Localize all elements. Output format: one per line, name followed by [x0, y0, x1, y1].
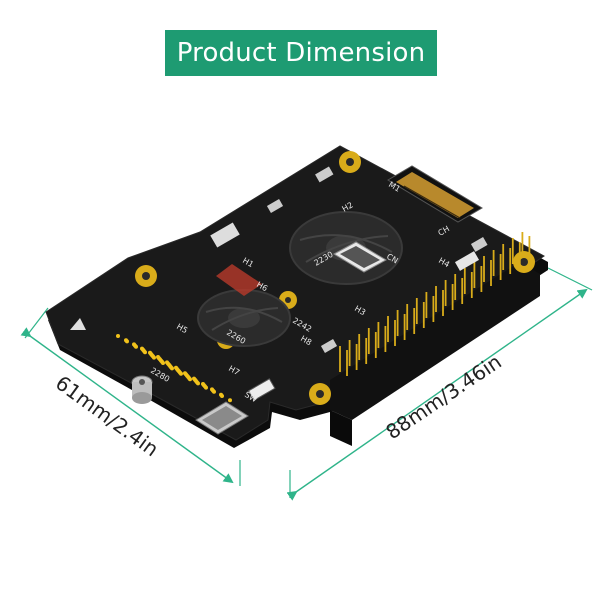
smd-component	[470, 237, 488, 252]
smd-component	[320, 339, 338, 353]
smd-component	[210, 222, 240, 248]
pad	[219, 392, 223, 397]
pad-grid	[116, 334, 232, 403]
power-switch	[247, 378, 276, 402]
gpio-header	[339, 232, 531, 376]
smd-component	[454, 251, 480, 271]
width-extension-top	[24, 307, 49, 339]
cooling-fan-small	[197, 289, 291, 347]
smd-component	[266, 199, 284, 213]
length-extension-top	[547, 267, 593, 291]
pad	[165, 360, 169, 365]
pad	[210, 387, 214, 392]
pcb-surface	[45, 145, 545, 441]
pad	[156, 355, 160, 359]
usb-c-port	[195, 401, 249, 435]
header-block	[330, 262, 540, 420]
pad	[192, 376, 196, 381]
ffc-connector	[332, 241, 388, 273]
banner-title: Product Dimension	[176, 38, 426, 68]
header-block-side	[330, 410, 352, 446]
width-arrow	[20, 327, 234, 484]
fan-cable	[216, 264, 262, 296]
title-banner: Product Dimension	[165, 30, 437, 76]
hat-board: 2230 2242 2260 2280 H1 H2 H3 H4 H5 H6 H7…	[45, 145, 548, 448]
standoff	[131, 375, 153, 404]
pad	[201, 382, 205, 386]
pad	[174, 365, 178, 370]
length-arrow	[286, 288, 588, 501]
pad	[140, 346, 144, 351]
pad	[183, 371, 187, 376]
pad	[124, 338, 128, 343]
logo-mark	[70, 318, 86, 330]
components	[210, 166, 488, 402]
pad	[148, 350, 152, 355]
pad	[116, 334, 120, 338]
smd-component	[315, 166, 334, 183]
m2-connector	[387, 165, 483, 223]
pad	[132, 342, 136, 347]
pad	[228, 398, 232, 403]
